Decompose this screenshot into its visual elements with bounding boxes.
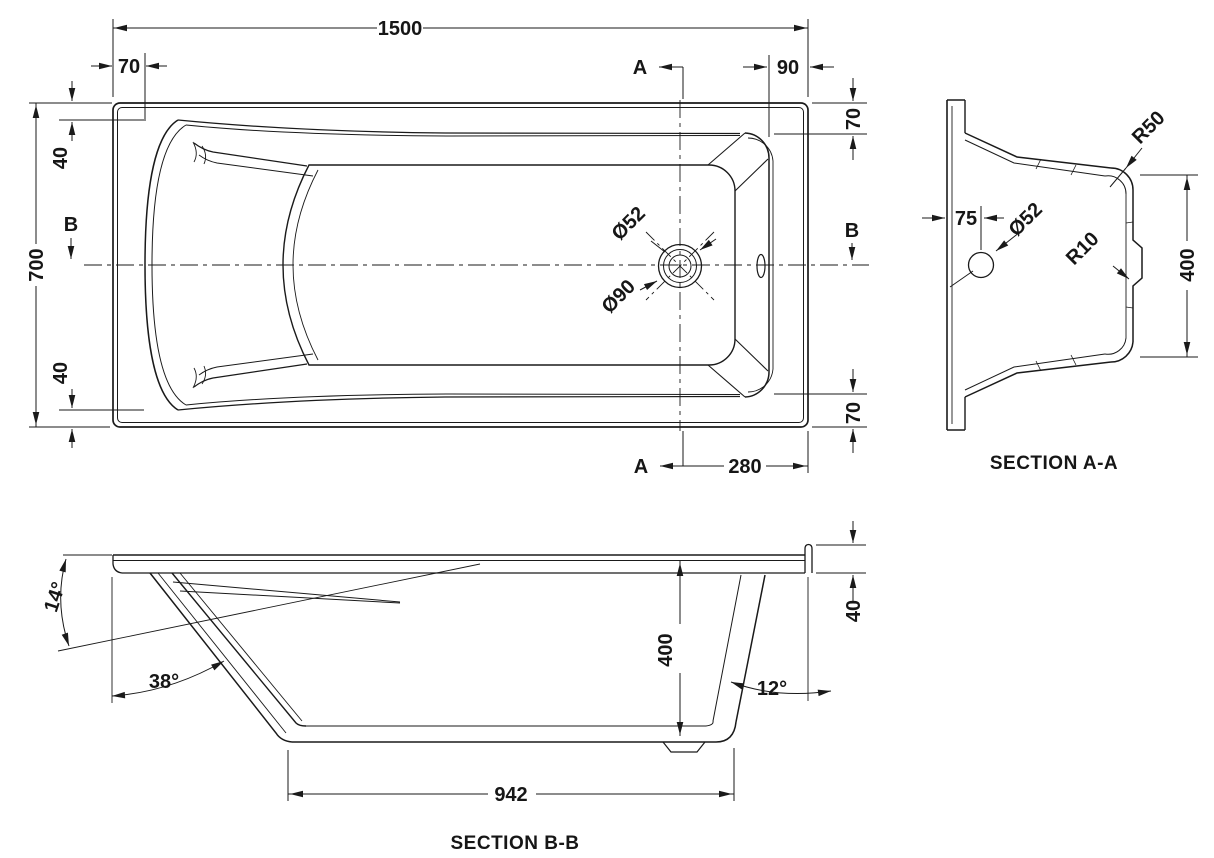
aa-leader-overflow-tail [950,271,973,287]
dim-label-90: 90 [777,57,799,79]
aa-wall-top-outer [965,133,1111,168]
plan-seat-band-top-b [199,155,313,176]
dim-label-280: 280 [728,456,761,478]
dim-70rb-extensions [774,394,867,427]
section-aa-dimensions [922,148,1198,357]
dim-label-70-right-top: 70 [843,108,865,130]
plan-drain-circle-mid [664,250,697,283]
aa-corner-top-inner [1105,176,1126,194]
dim-label-70-right-bottom: 70 [843,402,865,424]
plan-chamfer-tr-b [735,159,768,191]
leader-drain-dia-arrow [700,239,716,250]
aa-wall-bottom-outer [965,362,1111,397]
bb-angle14-line [58,564,480,651]
plan-chamfer-br-a [708,365,745,397]
aa-leader-r10-arrow [1113,266,1129,279]
bb-angle14-arc [59,559,69,646]
plan-chamfer-br-b [735,339,768,371]
plan-seat-arc-top-b [202,146,206,164]
bb-sidewall-edge-b [180,591,400,603]
dim-label-40-bottom-left: 40 [50,362,72,384]
plan-seat-band-top-a [194,143,307,166]
bb-backrest-inner-b [180,573,302,721]
dim-70rt-extensions [774,103,867,134]
bb-label-12deg: 12° [757,678,787,700]
aa-wall-bottom-inner [965,354,1105,390]
aa-surface-ticks [1036,159,1133,371]
leader-waste-dia-arrow [640,281,657,290]
dim-label-700: 700 [26,248,48,281]
aa-floor-edge-with-r10-lug [1133,190,1142,342]
dim-label-70-top-left: 70 [118,56,140,78]
aa-corner-bottom [1111,342,1133,362]
bb-foot-wall-outer [736,575,765,722]
bb-foot-wall-inner [706,575,741,726]
plan-seat-arc-bottom-a [193,368,196,388]
aa-label-75: 75 [955,208,977,230]
bb-drain-boss [663,742,705,752]
aa-dim-400-extensions [1140,175,1198,357]
bb-sidewall-edge-a [173,582,400,602]
section-marker-b-right: B [845,220,859,242]
section-marker-b-left: B [64,214,78,236]
bb-backrest-inner-a [172,573,306,726]
plan-floor-outline [283,165,735,365]
aa-corner-bottom-inner [1105,338,1126,354]
aa-rim-tab-top [947,100,965,133]
bb-label-400: 400 [655,633,677,666]
plan-seat-band-bottom-a [194,364,307,387]
section-bb-title: SECTION B-B [451,833,580,854]
plan-seat-arc-bottom-b [202,366,206,384]
plan-sliver-bottom-b [186,394,740,405]
plan-sliver-top-a [178,120,740,134]
bb-rim-right-lip [805,545,812,574]
bb-label-40: 40 [843,600,865,622]
bb-dim-40-extensions [816,545,866,573]
section-marker-a-top: A [633,57,647,79]
bb-dim-942-extensions [288,748,734,801]
aa-rim-tab-bottom [947,397,965,430]
plan-overflow-slot [757,255,765,278]
aa-leader-r50-tail [1110,168,1126,187]
section-aa-title: SECTION A-A [990,453,1118,474]
plan-sliver-bottom-a [178,397,740,411]
plan-view [84,100,869,431]
aa-leader-r50-arrow [1126,148,1142,168]
plan-chamfer-tr-a [708,133,745,165]
plan-dimensions [29,19,867,473]
section-marker-a-bottom: A [634,456,648,478]
dim-label-40-top-left: 40 [50,147,72,169]
section-bb-labels: 14° 38° 12° 400 40 942 SECTION B-B [40,579,865,854]
aa-label-400: 400 [1177,248,1199,281]
section-bb-dimensions [58,521,866,801]
bb-angle38-arc [112,661,224,699]
bb-floor-bottom [292,722,736,742]
aa-wall-top-inner [965,140,1105,176]
bb-backrest-outer-a [150,573,292,742]
bb-angle12-arc [731,682,831,697]
aa-overflow-hole [969,253,994,278]
plan-sliver-top-b [186,125,740,136]
aa-leader-overflow-arrow [996,232,1020,251]
bb-label-942: 942 [494,784,527,806]
bb-label-38deg: 38° [149,671,179,693]
plan-seat-band-bottom-b [199,354,313,375]
plan-head-curve-outer [145,120,178,410]
bb-backrest-outer-b [158,573,286,733]
section-aa-view [947,100,1142,430]
section-bb-view [113,545,812,753]
plan-seat-arc-top-a [193,142,196,162]
dim-700-extensions [29,103,110,427]
plan-rim-outer [113,103,808,427]
aa-corner-top-r50 [1111,168,1133,190]
dim-1500-extensions [113,19,808,97]
leader-drain-dia [651,241,665,252]
dim-label-1500: 1500 [378,18,423,40]
bb-rim-left-cap [113,555,122,573]
